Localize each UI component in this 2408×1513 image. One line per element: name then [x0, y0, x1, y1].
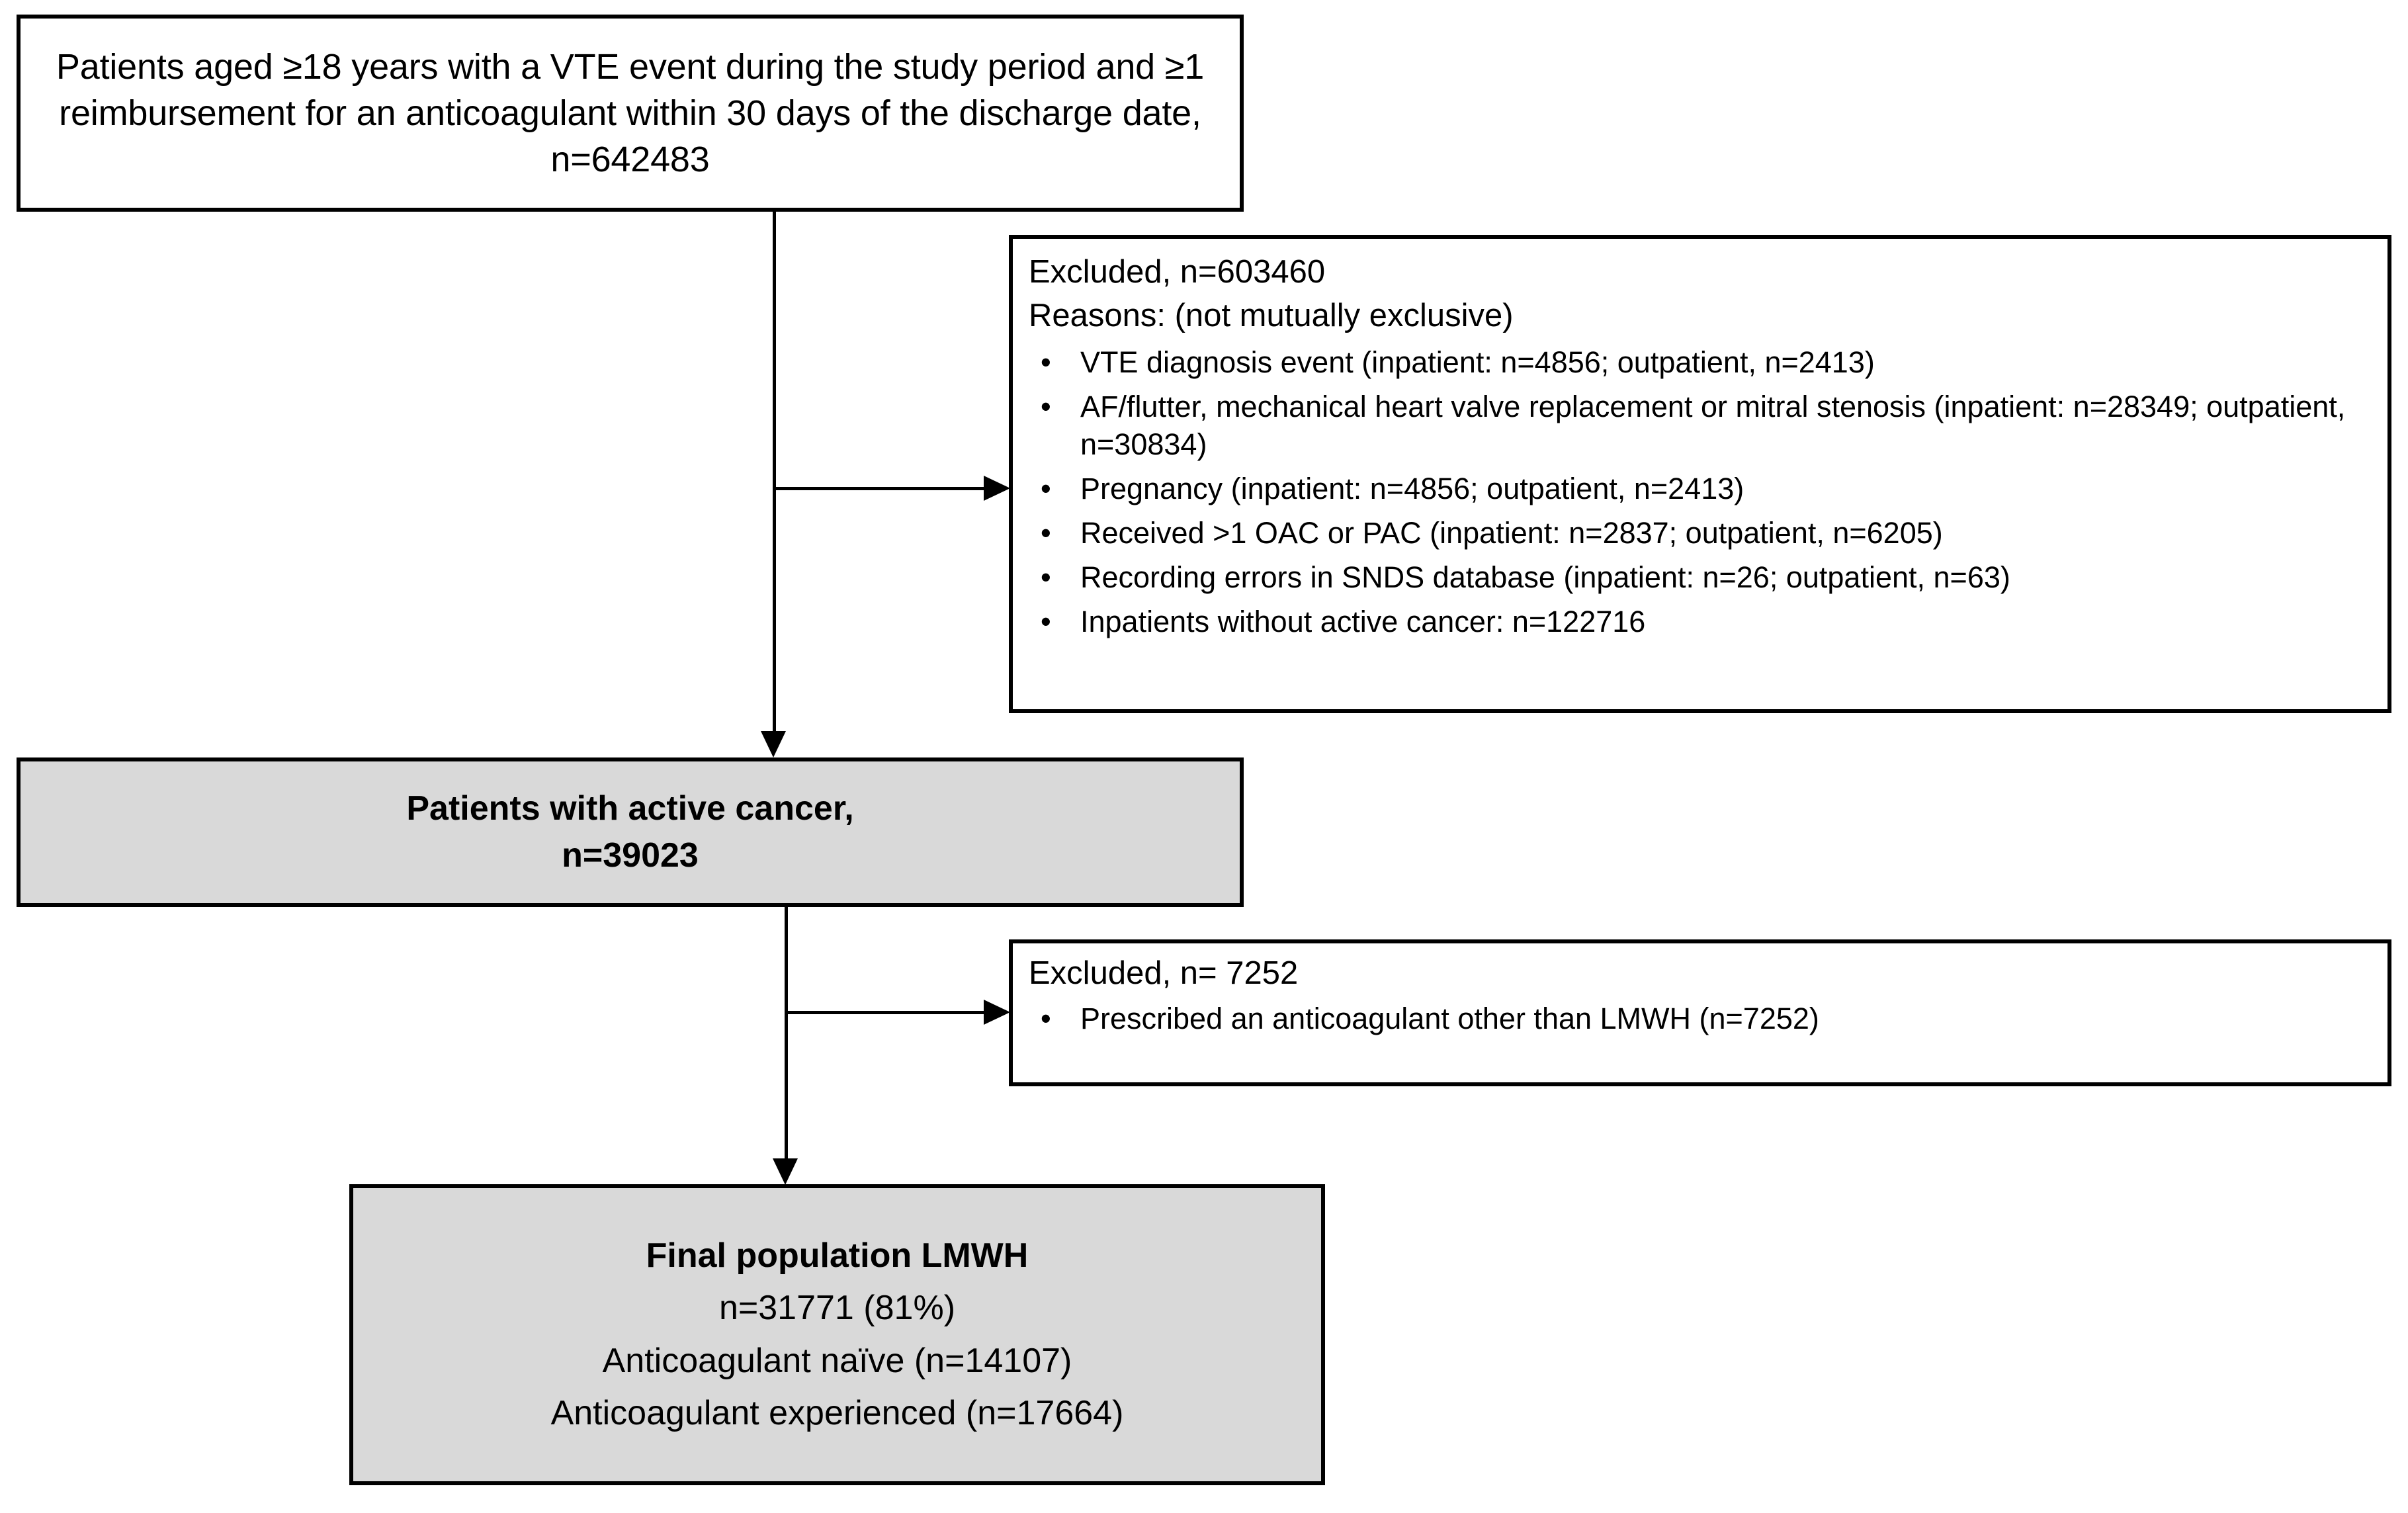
source-population-line-2: reimbursement for an anticoagulant withi…	[59, 93, 1201, 133]
node-source-population: Patients aged ≥18 years with a VTE event…	[17, 15, 1244, 212]
list-item: • Pregnancy (inpatient: n=4856; outpatien…	[1029, 470, 2370, 508]
exclusion-1-excluded-count: Excluded, n=603460	[1029, 254, 1326, 290]
connector-trunk-source-to-cancer	[773, 212, 776, 731]
exclusion-1-reason-1: AF/flutter, mechanical heart valve repla…	[1080, 390, 2346, 462]
connector-branch-to-exclusion-1	[773, 487, 984, 490]
node-final-population: Final population LMWH n=31771 (81%) Anti…	[349, 1184, 1325, 1485]
final-population-count: n=31771 (81%)	[718, 1289, 956, 1328]
list-item: • AF/flutter, mechanical heart valve repl…	[1029, 388, 2370, 464]
node-exclusion-1: Excluded, n=603460 Reasons: (not mutuall…	[1009, 235, 2391, 713]
arrowhead-down-to-final-population	[773, 1158, 798, 1185]
final-population-naive: Anticoagulant naïve (n=14107)	[602, 1341, 1072, 1380]
list-item: • Received >1 OAC or PAC (inpatient: n=28…	[1029, 515, 2370, 552]
final-population-title: Final population LMWH	[646, 1236, 1029, 1275]
node-exclusion-2: Excluded, n= 7252 • Prescribed an anticoa…	[1009, 939, 2391, 1086]
active-cancer-label: Patients with active cancer,	[406, 789, 854, 828]
arrowhead-right-to-exclusion-2	[984, 1000, 1010, 1025]
final-population-experienced: Anticoagulant experienced (n=17664)	[550, 1393, 1124, 1432]
exclusion-2-reason-list: • Prescribed an anticoagulant other than …	[1029, 995, 2370, 1038]
source-population-line-1: Patients aged ≥18 years with a VTE event…	[56, 46, 1205, 87]
arrowhead-down-to-active-cancer	[761, 731, 786, 757]
bullet-icon: •	[1041, 604, 1051, 638]
exclusion-2-excluded-count: Excluded, n= 7252	[1029, 955, 1299, 991]
exclusion-1-reason-0: VTE diagnosis event (inpatient: n=4856; …	[1080, 345, 1875, 380]
list-item: • VTE diagnosis event (inpatient: n=4856;…	[1029, 344, 2370, 382]
source-population-count: n=642483	[550, 140, 710, 180]
exclusion-2-reason-0: Prescribed an anticoagulant other than L…	[1080, 1001, 1819, 1035]
exclusion-1-reason-3: Received >1 OAC or PAC (inpatient: n=283…	[1080, 516, 1943, 550]
exclusion-1-reason-5: Inpatients without active cancer: n=1227…	[1080, 604, 1646, 638]
list-item: • Prescribed an anticoagulant other than …	[1029, 1000, 2370, 1038]
connector-branch-to-exclusion-2	[785, 1011, 984, 1014]
connector-trunk-cancer-to-final	[785, 907, 788, 1158]
exclusion-1-reason-list: • VTE diagnosis event (inpatient: n=4856;…	[1029, 337, 2370, 640]
active-cancer-count: n=39023	[562, 836, 699, 875]
bullet-icon: •	[1041, 390, 1051, 424]
list-item: • Inpatients without active cancer: n=122…	[1029, 603, 2370, 641]
node-active-cancer: Patients with active cancer, n=39023	[17, 757, 1244, 907]
bullet-icon: •	[1041, 472, 1051, 506]
bullet-icon: •	[1041, 560, 1051, 594]
bullet-icon: •	[1041, 516, 1051, 550]
exclusion-1-reason-2: Pregnancy (inpatient: n=4856; outpatient…	[1080, 472, 1744, 506]
exclusion-1-reason-4: Recording errors in SNDS database (inpat…	[1080, 560, 2010, 594]
bullet-icon: •	[1041, 345, 1051, 380]
list-item: • Recording errors in SNDS database (inpa…	[1029, 559, 2370, 597]
exclusion-1-reasons-label: Reasons: (not mutually exclusive)	[1029, 297, 1514, 333]
arrowhead-right-to-exclusion-1	[984, 476, 1010, 501]
bullet-icon: •	[1041, 1001, 1051, 1035]
